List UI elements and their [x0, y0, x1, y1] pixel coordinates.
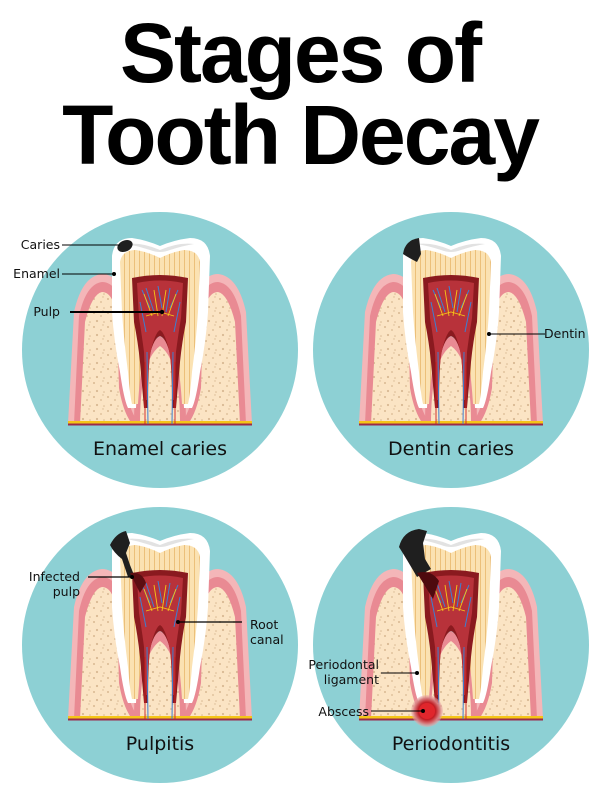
periodontitis-diagram [313, 507, 589, 783]
label-pulp: Pulp [33, 304, 60, 319]
caries-spot-icon [399, 529, 431, 577]
label-enamel: Enamel [13, 266, 60, 281]
title-line-1: Stages of [119, 6, 482, 100]
stage-pulpitis: Infected pulp Root canal Pulpitis [22, 507, 298, 783]
stage-dentin-caries: Dentin Dentin caries [313, 212, 589, 488]
label-root-canal: Root canal [250, 617, 284, 647]
caries-spot-icon [110, 531, 134, 577]
stage-periodontitis: Periodontal ligament Abscess Periodontit… [308, 507, 589, 783]
pulpitis-diagram [22, 507, 298, 783]
stage-caption: Pulpitis [125, 733, 195, 755]
stage-caption: Periodontitis [391, 733, 511, 755]
stage-caption: Dentin caries [388, 438, 514, 460]
enamel-caries-diagram [22, 212, 298, 488]
label-infected-pulp: Infected pulp [28, 569, 80, 599]
caries-spot-icon [117, 239, 133, 253]
stage-enamel-caries: Caries Enamel Pulp Enamel caries [13, 212, 298, 488]
dentin-caries-diagram [313, 212, 589, 488]
label-periodontal-ligament: Periodontal ligament [308, 657, 379, 687]
title-line-2: Tooth Decay [62, 88, 540, 182]
label-abscess: Abscess [318, 704, 369, 719]
caries-spot-icon [403, 238, 421, 262]
label-dentin: Dentin [544, 326, 586, 341]
stage-caption: Enamel caries [93, 438, 227, 460]
label-caries: Caries [20, 237, 60, 252]
